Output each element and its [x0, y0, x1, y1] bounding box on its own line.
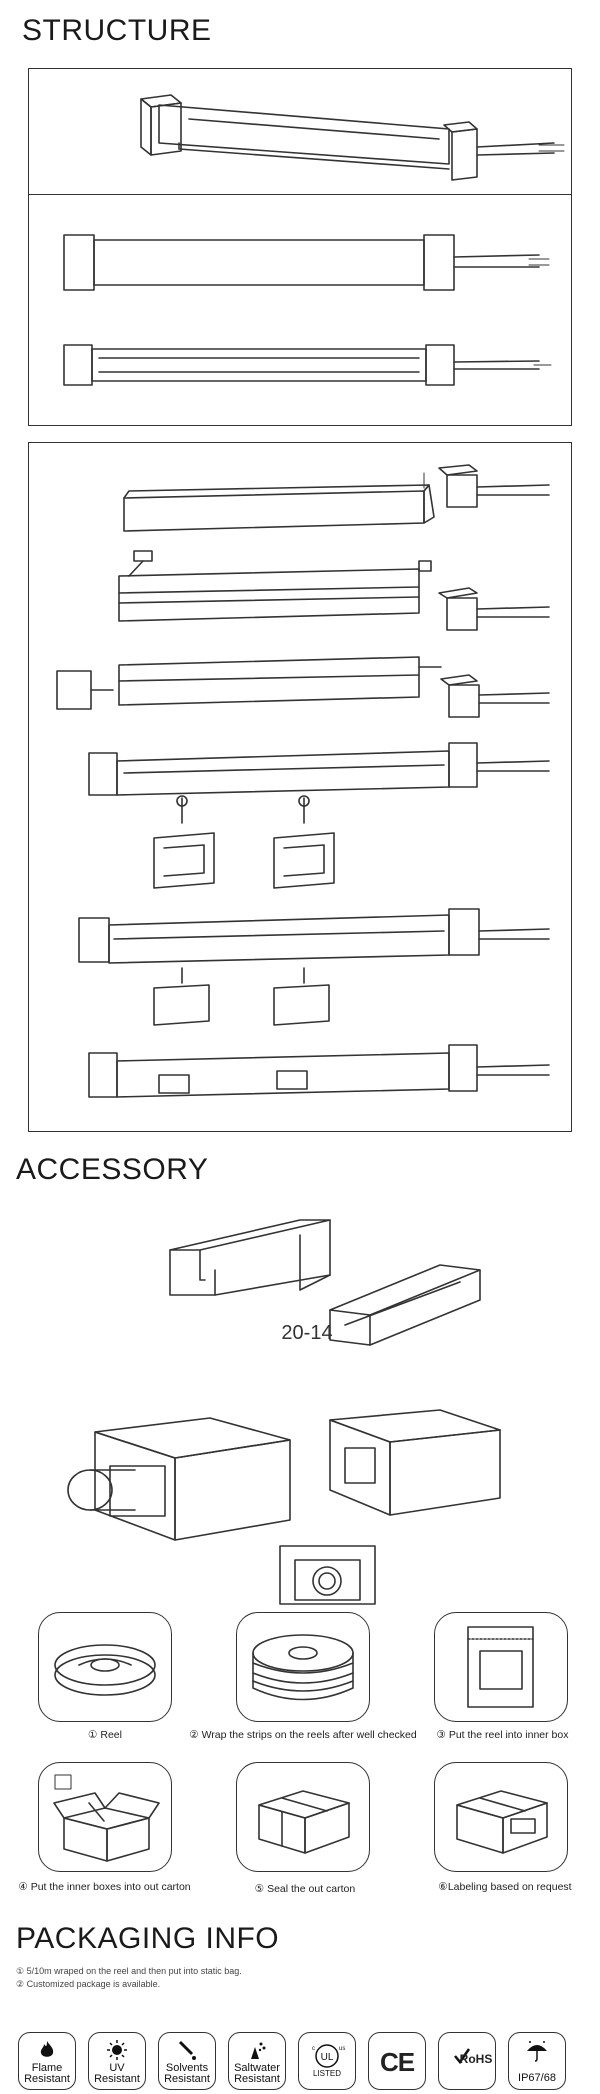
assembly-steps-panel — [28, 442, 572, 1132]
pack-step-3-caption: ③ Put the reel into inner box — [436, 1729, 569, 1741]
mounting-clip-illustration — [169, 1219, 481, 1346]
saltwater-icon — [251, 2042, 266, 2059]
badge-flame-line1: Flame — [31, 2062, 63, 2074]
structure-panel-views — [28, 194, 572, 426]
badge-ip-rating: IP67/68 — [508, 2032, 566, 2090]
structure-panel-top — [28, 68, 572, 196]
accessory-title: ACCESSORY — [16, 1153, 209, 1186]
badge-saltwater-line1: Saltwater — [234, 2062, 280, 2074]
sun-icon — [107, 2040, 127, 2060]
badge-uv-resistant: UV Resistant — [88, 2032, 146, 2090]
badge-ce: CE — [368, 2032, 426, 2090]
badge-solvents-resistant: Solvents Resistant — [158, 2032, 216, 2090]
svg-text:UL: UL — [321, 2052, 334, 2063]
badge-saltwater-line2: Resistant — [234, 2073, 280, 2085]
end-cap-illustration — [67, 1409, 501, 1605]
neon-strip-side-views — [63, 234, 552, 386]
svg-text:us: us — [339, 2046, 345, 2052]
pack-step-wrap — [236, 1612, 370, 1722]
pack-step-5-caption: ⑤ Seal the out carton — [254, 1883, 356, 1895]
badge-ul-listed: UL c us LISTED — [298, 2032, 356, 2090]
badge-uv-line2: Resistant — [94, 2073, 140, 2085]
neon-strip-3d-illustration — [140, 94, 565, 181]
badge-ul-label: LISTED — [312, 2069, 341, 2078]
ce-icon: CE — [379, 2047, 415, 2077]
packaging-info-title: PACKAGING INFO — [16, 1922, 280, 1955]
dropper-icon — [178, 2040, 196, 2060]
accessory-model-label: 20-14 — [281, 1322, 333, 1344]
packaging-note-2: ② Customized package is available. — [16, 1979, 161, 1989]
pack-step-seal — [236, 1762, 370, 1872]
badge-ip-label: IP67/68 — [518, 2072, 556, 2084]
pack-step-6-caption: ⑥Labeling based on request — [438, 1881, 572, 1893]
assembly-steps-illustration — [56, 464, 550, 1098]
packaging-note-1: ① 5/10m wraped on the reel and then put … — [16, 1966, 242, 1976]
badge-rohs: RoHS — [438, 2032, 496, 2090]
rohs-icon — [454, 2048, 471, 2065]
pack-step-4-caption: ④ Put the inner boxes into out carton — [18, 1881, 191, 1893]
labeled-carton-icon — [456, 1790, 548, 1854]
pack-step-inner-box — [434, 1612, 568, 1722]
badge-saltwater-resistant: Saltwater Resistant — [228, 2032, 286, 2090]
stacked-reels-icon — [252, 1634, 354, 1701]
badge-rohs-label: RoHS — [459, 2052, 493, 2066]
badge-flame-resistant: Flame Resistant — [18, 2032, 76, 2090]
flame-icon — [40, 2041, 54, 2057]
structure-title: STRUCTURE — [22, 14, 212, 47]
sealed-carton-icon — [258, 1790, 350, 1854]
svg-text:c: c — [312, 2046, 315, 2052]
pack-step-2-caption: ② Wrap the strips on the reels after wel… — [189, 1729, 417, 1741]
badge-solvents-line1: Solvents — [165, 2062, 209, 2074]
umbrella-icon — [527, 2041, 547, 2062]
inner-box-icon — [467, 1626, 534, 1708]
pack-step-outer-carton — [38, 1762, 172, 1872]
pack-step-labeling — [434, 1762, 568, 1872]
badge-solvents-line2: Resistant — [164, 2073, 210, 2085]
badge-flame-line2: Resistant — [24, 2073, 70, 2085]
pack-step-1-caption: ① Reel — [88, 1729, 122, 1741]
reel-icon — [54, 1644, 156, 1696]
ul-icon: UL c us — [312, 2044, 345, 2068]
badge-uv-line1: UV — [109, 2062, 125, 2074]
open-carton-icon — [53, 1774, 160, 1862]
pack-step-reel — [38, 1612, 172, 1722]
